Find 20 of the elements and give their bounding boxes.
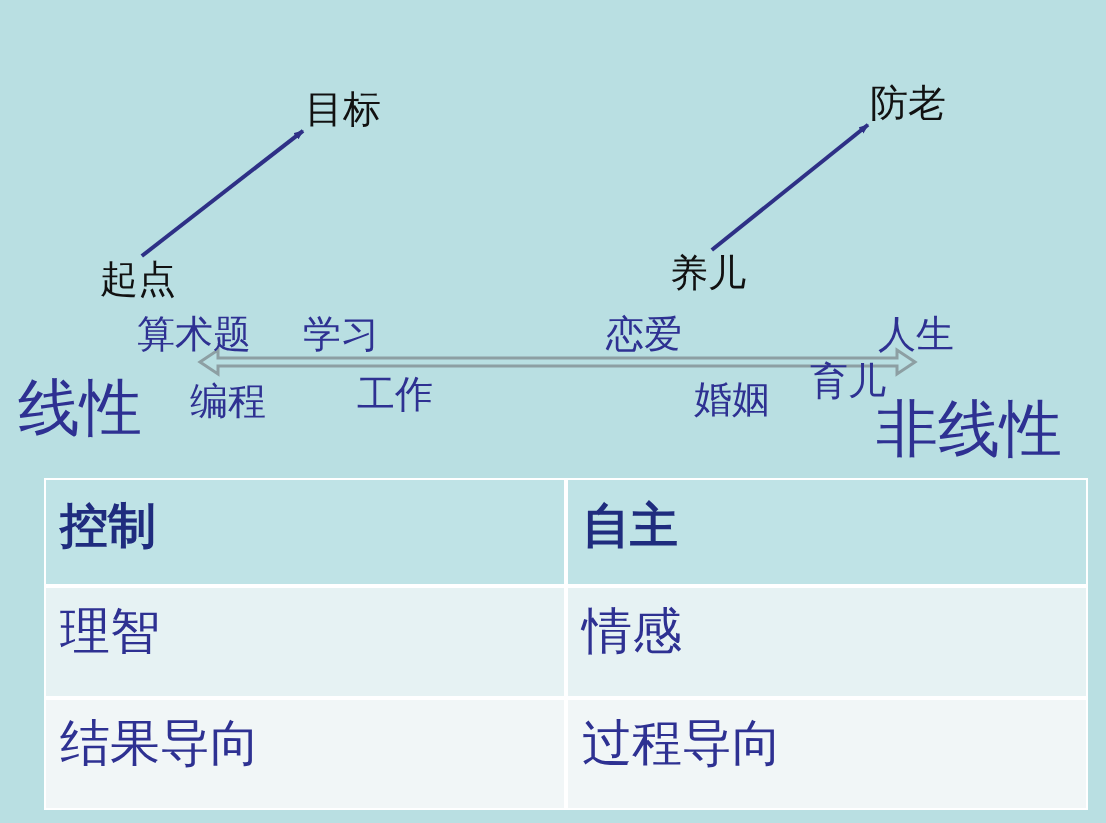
table-cell: 结果导向 xyxy=(44,698,566,810)
arrow xyxy=(710,123,870,252)
table-cell: 过程导向 xyxy=(566,698,1088,810)
topic-label: 人生 xyxy=(878,313,954,357)
table-cell: 情感 xyxy=(566,586,1088,698)
topic-label: 编程 xyxy=(190,380,266,424)
arrow xyxy=(140,129,305,258)
topic-label: 恋爱 xyxy=(606,313,682,357)
node-text: 防老 xyxy=(870,82,946,126)
topic-label: 算术题 xyxy=(137,313,251,357)
table-cell: 理智 xyxy=(44,586,566,698)
node-text: 养儿 xyxy=(670,252,746,296)
topic-label: 婚姻 xyxy=(694,378,770,422)
axis-label: 线性 xyxy=(18,372,142,444)
node-text: 目标 xyxy=(305,88,381,132)
node-text: 起点 xyxy=(100,258,176,302)
header-cell: 自主 xyxy=(566,478,1088,586)
header-cell: 控制 xyxy=(44,478,566,586)
topic-label: 工作 xyxy=(357,373,433,417)
topic-label: 学习 xyxy=(303,313,379,357)
